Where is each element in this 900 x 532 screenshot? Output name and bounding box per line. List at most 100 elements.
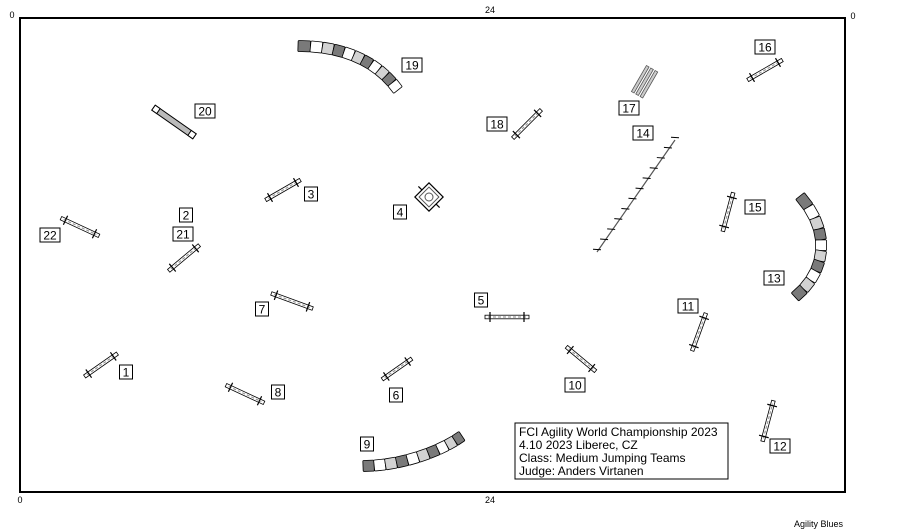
number-label-10: 10 xyxy=(564,377,586,393)
number-label-15: 15 xyxy=(744,199,766,215)
number-text: 11 xyxy=(682,300,695,314)
number-label-6: 6 xyxy=(389,387,403,403)
tunnels-layer xyxy=(297,40,828,472)
number-label-17: 17 xyxy=(618,100,640,116)
number-text: 22 xyxy=(43,229,57,243)
number-text: 16 xyxy=(758,41,772,55)
weave-pole xyxy=(649,167,658,169)
number-text: 2 xyxy=(183,209,190,223)
number-label-4: 4 xyxy=(393,204,407,220)
jump-obstacle xyxy=(224,382,266,406)
tunnel-segment xyxy=(387,79,403,94)
tunnel-segment xyxy=(815,239,828,252)
axis-top-left: 0 xyxy=(9,10,14,20)
number-text: 1 xyxy=(123,366,130,380)
weave-poles xyxy=(592,136,680,253)
number-label-19: 19 xyxy=(401,57,423,73)
number-label-14: 14 xyxy=(632,125,654,141)
info-judge: Judge: Anders Virtanen xyxy=(519,464,644,478)
jump-obstacle xyxy=(380,356,414,382)
axis-top-right: 0 xyxy=(850,11,855,21)
jump-obstacle xyxy=(719,191,737,233)
number-text: 8 xyxy=(275,386,282,400)
number-text: 3 xyxy=(308,188,315,202)
weave-pole xyxy=(592,248,602,251)
number-label-16: 16 xyxy=(754,39,776,55)
number-label-2: 2 xyxy=(179,207,193,223)
number-label-22: 22 xyxy=(39,227,61,243)
long-jump xyxy=(630,64,659,99)
credit-label: Agility Blues xyxy=(794,519,844,529)
info-class: Class: Medium Jumping Teams xyxy=(519,451,686,465)
number-label-5: 5 xyxy=(474,292,488,308)
number-text: 6 xyxy=(393,389,400,403)
tire-obstacle xyxy=(151,104,197,140)
weave-pole xyxy=(614,218,623,220)
number-text: 10 xyxy=(568,379,582,393)
number-text: 12 xyxy=(773,440,787,454)
tunnel-segment xyxy=(362,459,375,472)
number-label-7: 7 xyxy=(255,301,269,317)
weave-pole xyxy=(663,146,672,149)
number-label-1: 1 xyxy=(119,364,133,380)
jump-obstacle xyxy=(688,312,710,352)
jump-obstacle xyxy=(166,243,202,273)
number-label-20: 20 xyxy=(194,103,216,119)
table-obstacle xyxy=(414,182,444,212)
obstacles-layer xyxy=(59,57,784,443)
tunnel-segment xyxy=(297,40,312,53)
tunnel-segment xyxy=(791,285,808,302)
number-text: 9 xyxy=(364,438,371,452)
weave-pole xyxy=(642,177,651,180)
number-text: 5 xyxy=(478,294,485,308)
number-text: 20 xyxy=(198,105,212,119)
number-label-11: 11 xyxy=(677,298,699,314)
number-text: 18 xyxy=(490,118,504,132)
tunnel-segment xyxy=(373,458,387,472)
jump-obstacle xyxy=(511,108,543,140)
number-text: 14 xyxy=(636,127,650,141)
jump-obstacle xyxy=(484,312,530,322)
number-text: 4 xyxy=(397,206,404,220)
weave-pole xyxy=(600,238,609,241)
tunnel-13 xyxy=(791,192,828,302)
jump-obstacle xyxy=(564,344,598,374)
tunnel-segment xyxy=(813,227,827,242)
jump-obstacle xyxy=(83,351,119,379)
jump-obstacle xyxy=(59,215,101,239)
number-label-21: 21 xyxy=(172,226,194,242)
weave-pole xyxy=(656,157,665,159)
number-label-13: 13 xyxy=(763,270,785,286)
weave-pole xyxy=(628,197,637,200)
weave-pole xyxy=(635,187,644,190)
number-text: 7 xyxy=(259,303,266,317)
jump-obstacle xyxy=(758,399,778,443)
info-box: FCI Agility World Championship 2023 4.10… xyxy=(514,422,729,480)
number-label-18: 18 xyxy=(486,116,508,132)
number-text: 15 xyxy=(748,201,762,215)
number-label-3: 3 xyxy=(304,186,318,202)
axis-bottom-left: 0 xyxy=(17,495,22,505)
info-location: 4.10 2023 Liberec, CZ xyxy=(519,438,638,452)
axis-top-mid: 24 xyxy=(485,5,495,15)
weave-pole xyxy=(621,207,630,210)
number-label-8: 8 xyxy=(271,384,285,400)
number-text: 21 xyxy=(176,228,190,242)
number-text: 19 xyxy=(405,59,419,73)
number-label-12: 12 xyxy=(769,438,791,454)
jump-obstacle xyxy=(270,290,314,312)
weave-pole xyxy=(607,228,616,230)
number-text: 13 xyxy=(767,272,781,286)
info-title: FCI Agility World Championship 2023 xyxy=(519,425,718,439)
tunnel-segment xyxy=(451,431,466,446)
number-text: 17 xyxy=(622,102,636,116)
weave-pole xyxy=(670,136,680,139)
axis-bottom-mid: 24 xyxy=(485,495,495,505)
tunnel-9 xyxy=(362,431,466,472)
ring-border xyxy=(19,17,846,493)
tunnel-segment xyxy=(309,40,324,54)
tunnel-19 xyxy=(297,40,403,94)
jump-obstacle xyxy=(264,177,302,203)
